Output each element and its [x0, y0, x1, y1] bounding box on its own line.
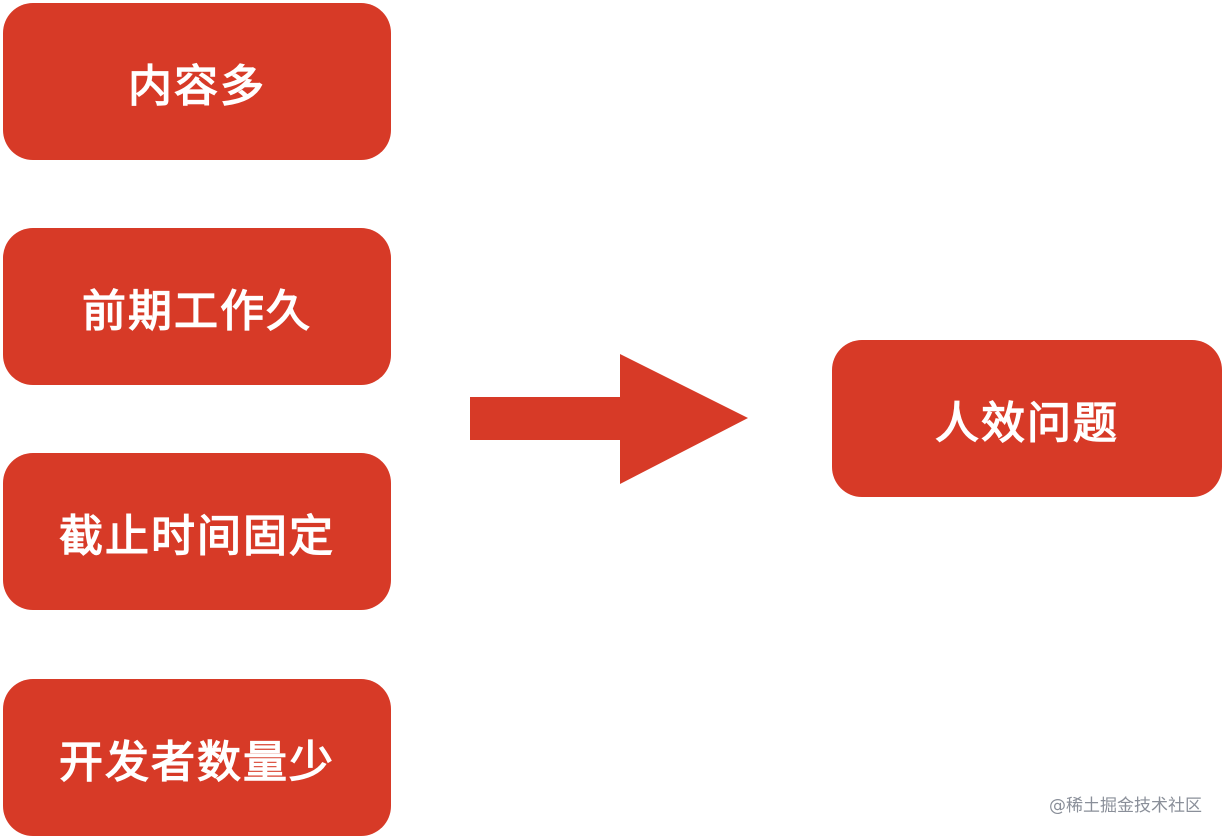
cause-label: 开发者数量少 — [59, 736, 335, 788]
effect-box-efficiency-problem: 人效问题 — [832, 340, 1222, 497]
right-arrow-icon — [470, 354, 748, 484]
effect-label: 人效问题 — [935, 397, 1119, 449]
cause-label: 前期工作久 — [82, 285, 312, 337]
cause-box-fixed-deadline: 截止时间固定 — [3, 453, 391, 610]
watermark-text: @稀土掘金技术社区 — [1049, 796, 1202, 816]
cause-box-few-developers: 开发者数量少 — [3, 679, 391, 836]
cause-box-long-preparation: 前期工作久 — [3, 228, 391, 385]
cause-label: 内容多 — [128, 60, 266, 112]
cause-box-content-volume: 内容多 — [3, 3, 391, 160]
cause-label: 截止时间固定 — [59, 510, 335, 562]
